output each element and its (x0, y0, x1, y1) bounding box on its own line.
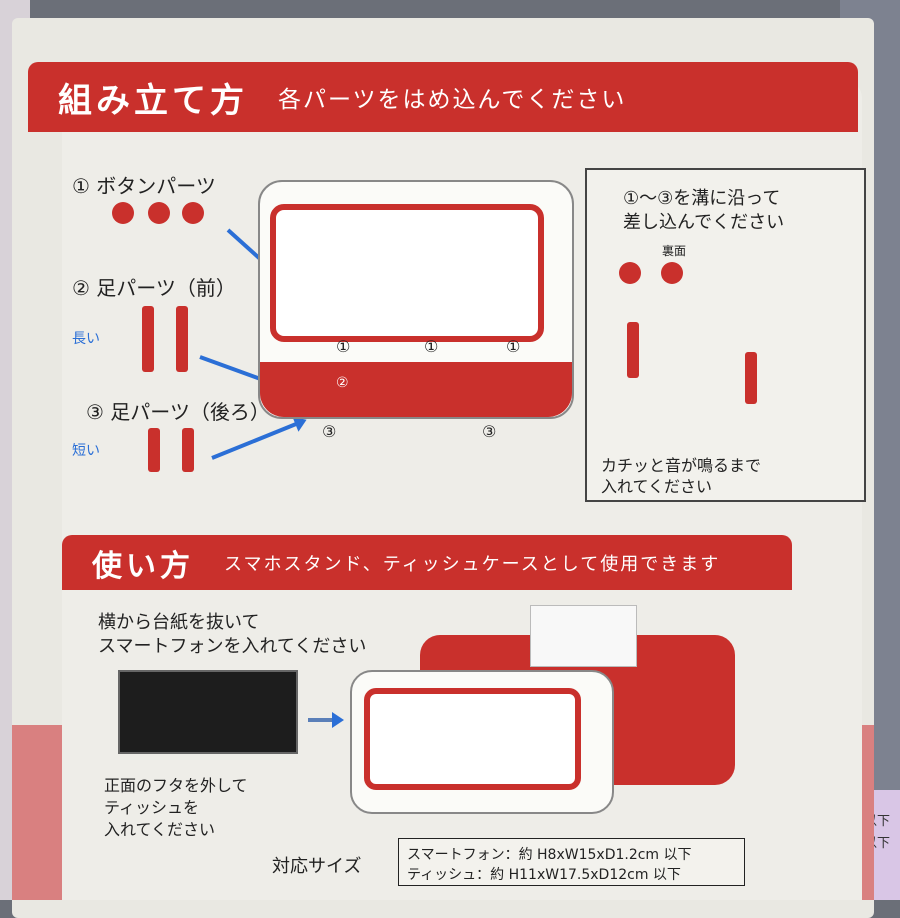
detail-note-line1: ①～③を溝に沿って (623, 188, 781, 209)
tv-front-screen (364, 688, 581, 790)
tv-diagram: ① ① ① ② (258, 180, 574, 419)
tissue-illustration (530, 605, 637, 667)
tissue-instruction-line3: 入れてください (104, 820, 216, 839)
front-leg-2 (176, 306, 188, 372)
usage-banner: 使い方 スマホスタンド、ティッシュケースとして使用できます (62, 535, 792, 590)
button-slot-label-2: ① (424, 337, 439, 356)
front-legs-note: 長い (72, 331, 100, 347)
tissue-instruction-line2: ティッシュを (104, 798, 200, 817)
detail-note-line2: 差し込んでください (623, 212, 785, 233)
back-side-label: 裏面 (662, 244, 687, 258)
assembly-title: 組み立て方 (58, 80, 248, 121)
back-leg-slot-label-1: ③ (322, 422, 337, 441)
button-slot-label-1: ① (336, 337, 351, 356)
back-leg-slot-label-2: ③ (482, 422, 497, 441)
front-leg-1 (142, 306, 154, 372)
button-back-view (661, 262, 683, 284)
tv-front-illustration (350, 670, 614, 814)
button-slot-label-3: ① (506, 337, 521, 356)
front-legs-label: ② 足パーツ（前） (72, 276, 236, 300)
assembly-banner: 組み立て方 各パーツをはめ込んでください (28, 62, 858, 132)
leg-inserted-view (745, 352, 757, 404)
tv-base (260, 362, 572, 417)
back-legs-note: 短い (72, 443, 100, 459)
button-part-1 (112, 202, 134, 224)
button-parts-label: ① ボタンパーツ (72, 174, 216, 198)
tv-screen (270, 204, 544, 342)
button-part-3 (182, 202, 204, 224)
click-note-line2: 入れてください (601, 477, 713, 496)
tissue-size: ティッシュ：約 H11xW17.5xD12cm 以下 (407, 867, 681, 883)
phone-instruction-line1: 横から台紙を抜いて (98, 612, 260, 633)
leg-insert-view (627, 322, 639, 378)
size-label: 対応サイズ (272, 856, 362, 877)
detail-box: ①～③を溝に沿って 差し込んでください 裏面 カチッと音が鳴るまで 入れてくださ… (585, 168, 866, 502)
tissue-instruction-line1: 正面のフタを外して (104, 776, 248, 795)
front-leg-slot-label: ② (336, 375, 349, 391)
click-note-line1: カチッと音が鳴るまで (601, 456, 762, 475)
back-legs-label: ③ 足パーツ（後ろ） (86, 400, 270, 424)
size-box: スマートフォン：約 H8xW15xD1.2cm 以下 ティッシュ：約 H11xW… (398, 838, 745, 886)
usage-subtitle: スマホスタンド、ティッシュケースとして使用できます (224, 553, 721, 575)
button-front-view (619, 262, 641, 284)
back-leg-2 (182, 428, 194, 472)
assembly-subtitle: 各パーツをはめ込んでください (278, 87, 627, 113)
button-part-2 (148, 202, 170, 224)
phone-card-illustration (118, 670, 298, 754)
back-leg-1 (148, 428, 160, 472)
arrow-icon (308, 712, 344, 728)
phone-instruction-line2: スマートフォンを入れてください (98, 636, 367, 657)
phone-size: スマートフォン：約 H8xW15xD1.2cm 以下 (407, 847, 692, 863)
usage-title: 使い方 (92, 548, 194, 584)
